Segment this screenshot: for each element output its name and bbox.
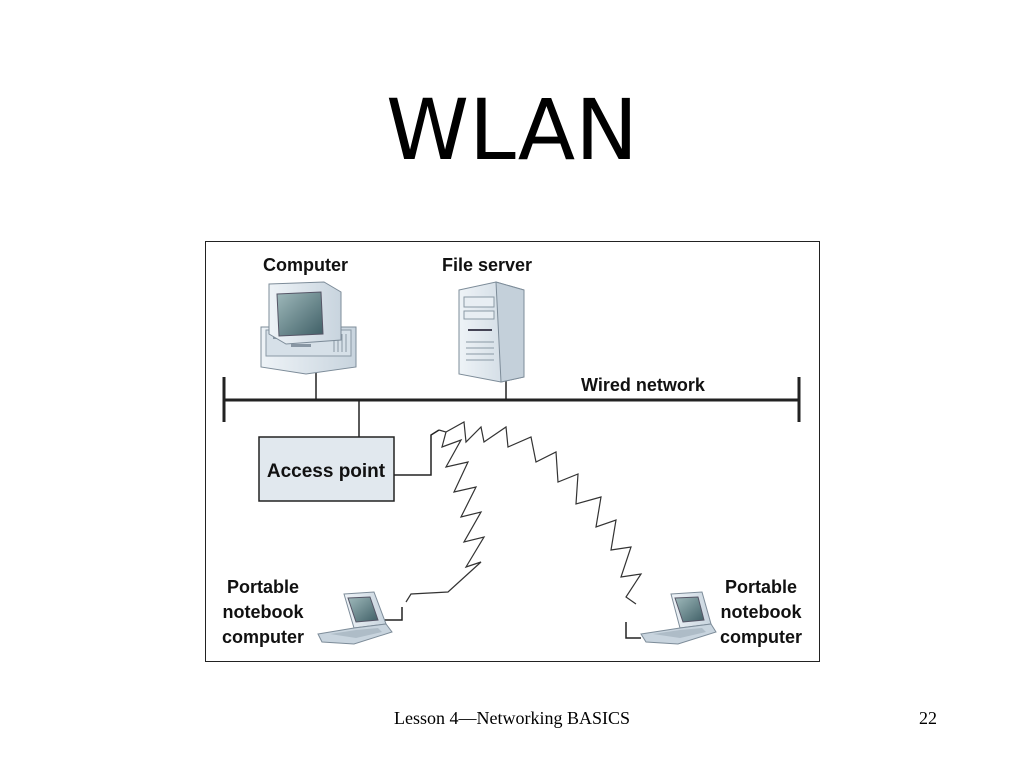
file-server-icon [458,281,525,383]
portable-right-line-3: computer [720,627,802,647]
left-laptop-link [384,607,403,621]
computer-label: Computer [263,255,348,275]
laptop-icon [317,591,393,645]
slide-title: WLAN [385,81,639,179]
access-point-label: Access point [267,461,386,482]
portable-left-line-3: computer [222,627,304,647]
desktop-computer-icon [260,281,357,375]
wlan-diagram: Computer File server Wired network Acces… [205,241,820,662]
file-server-label: File server [442,255,532,275]
wireless-signal-left [405,429,486,603]
wired-network-label: Wired network [581,375,706,395]
access-point-box [258,436,395,502]
access-point-antenna [394,429,440,476]
wlan-diagram-svg: Computer File server Wired network Acces… [222,255,803,647]
right-laptop-link [625,622,641,639]
wireless-signal-right [445,421,643,605]
page-number: 22 [919,708,937,728]
wired-network-bus [222,370,801,437]
slide-footer: Lesson 4—Networking BASICS [393,708,630,728]
portable-left-line-2: notebook [223,602,305,622]
portable-right-line-2: notebook [721,602,803,622]
laptop-icon [640,591,717,645]
portable-right-line-1: Portable [725,577,797,597]
portable-left-line-1: Portable [227,577,299,597]
